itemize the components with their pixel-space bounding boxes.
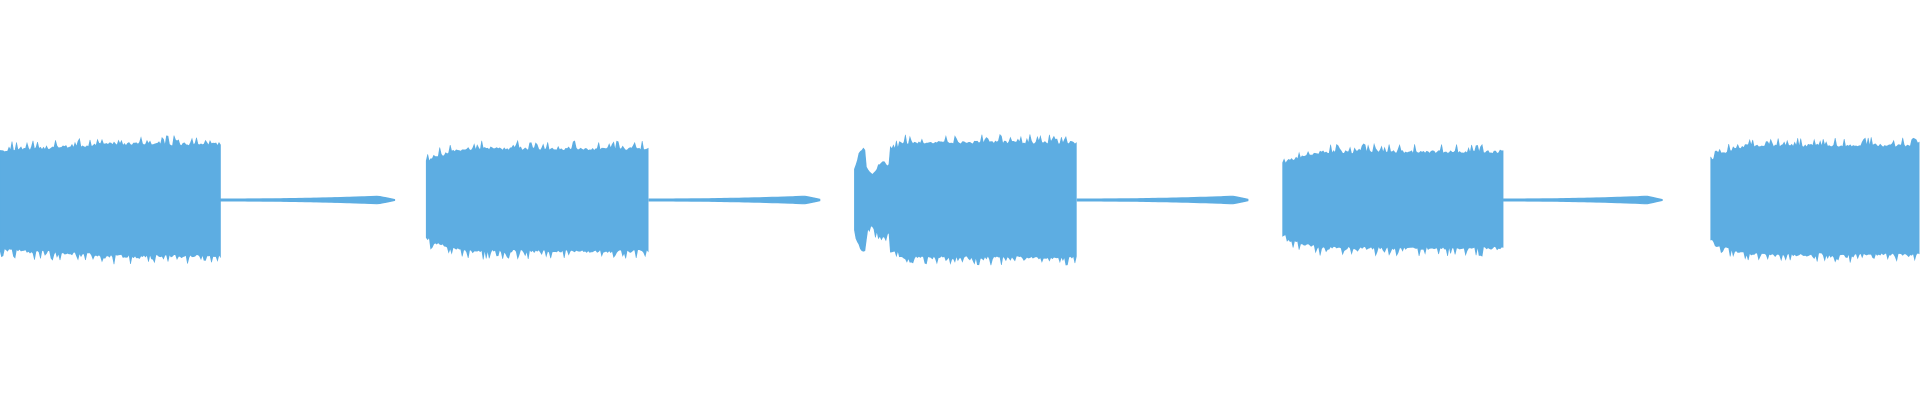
waveform-tail [648, 195, 821, 205]
waveform-tail [1076, 195, 1249, 205]
waveform-tail [1503, 195, 1663, 205]
waveform-burst [0, 135, 221, 265]
waveform-burst [425, 139, 649, 260]
waveform-burst [854, 133, 1077, 266]
waveform-burst [1710, 137, 1920, 263]
waveform-segments [0, 133, 1920, 266]
waveform-burst [1282, 142, 1504, 257]
waveform-tail [220, 195, 396, 205]
